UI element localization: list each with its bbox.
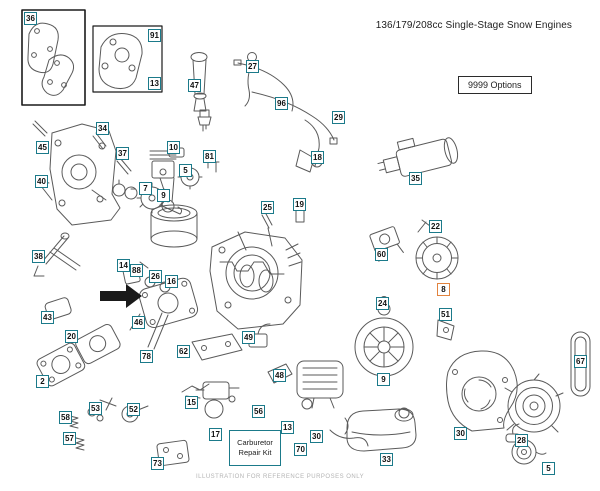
recoil-starter [504,373,564,443]
governor-gears [112,179,138,200]
spark-plug [197,109,212,132]
callout-53[interactable]: 53 [89,402,102,415]
callout-26[interactable]: 26 [149,270,162,283]
callout-40[interactable]: 40 [35,175,48,188]
oil-tube [33,232,81,277]
flywheel-key-bracket [436,319,455,341]
callout-96[interactable]: 96 [275,97,288,110]
crankshaft [219,261,285,293]
callout-20[interactable]: 20 [65,330,78,343]
piston-assembly [149,150,177,213]
baffle-plate [191,333,243,361]
choke-lever [295,119,323,173]
callout-25[interactable]: 25 [261,201,274,214]
callout-9[interactable]: 9 [157,189,170,202]
cylinder-sleeve [150,204,198,248]
head-gasket-box [92,25,163,93]
callout-49[interactable]: 49 [242,331,255,344]
callout-91[interactable]: 91 [148,29,161,42]
callout-9[interactable]: 9 [377,373,390,386]
callout-46[interactable]: 46 [132,316,145,329]
callout-18[interactable]: 18 [311,151,324,164]
callout-13[interactable]: 13 [148,77,161,90]
disclaimer-text: ILLUSTRATION FOR REFERENCE PURPOSES ONLY [196,474,365,480]
callout-19[interactable]: 19 [293,198,306,211]
starter-cup [415,219,459,280]
callout-47[interactable]: 47 [188,79,201,92]
carb-kit-line1: Carburetor [237,437,273,447]
callout-29[interactable]: 29 [332,111,345,124]
callout-38[interactable]: 38 [32,250,45,263]
callout-62[interactable]: 62 [177,345,190,358]
carb-kit-line2: Repair Kit [238,448,272,457]
rocker-arms [99,397,149,423]
callout-34[interactable]: 34 [96,122,109,135]
carburetor [195,381,240,419]
callout-5[interactable]: 5 [179,164,192,177]
callout-78[interactable]: 78 [140,350,153,363]
callout-5[interactable]: 5 [542,462,555,475]
callout-88[interactable]: 88 [130,264,143,277]
callout-22[interactable]: 22 [429,220,442,233]
options-button[interactable]: 9999 Options [458,76,532,94]
callout-13[interactable]: 13 [281,421,294,434]
bracket-plate [156,439,190,467]
callout-56[interactable]: 56 [252,405,265,418]
callout-57[interactable]: 57 [63,432,76,445]
gasket-set-box [21,9,86,106]
callout-48[interactable]: 48 [273,369,286,382]
wiring [329,417,369,447]
muffler [296,360,344,410]
callout-10[interactable]: 10 [167,141,180,154]
carburetor-repair-kit-box[interactable]: Carburetor Repair Kit [229,430,281,466]
callout-14[interactable]: 14 [117,259,130,272]
cylinder-block [209,227,303,330]
callout-33[interactable]: 33 [380,453,393,466]
callout-15[interactable]: 15 [185,396,198,409]
callout-36[interactable]: 36 [24,12,37,25]
callout-70[interactable]: 70 [294,443,307,456]
pointer-arrow [100,284,142,308]
callout-52[interactable]: 52 [127,403,140,416]
callout-28[interactable]: 28 [515,434,528,447]
callout-17[interactable]: 17 [209,428,222,441]
fuel-tank [346,407,417,452]
callout-35[interactable]: 35 [409,172,422,185]
crankcase [49,123,121,226]
cylinder-head [36,323,121,387]
oil-sump [138,277,199,328]
starter-motor [377,137,459,177]
blower-housing [446,350,518,432]
callout-58[interactable]: 58 [59,411,72,424]
callout-16[interactable]: 16 [165,275,178,288]
flywheel [354,296,414,377]
callout-67[interactable]: 67 [574,355,587,368]
callout-45[interactable]: 45 [36,141,49,154]
callout-81[interactable]: 81 [203,150,216,163]
callout-8[interactable]: 8 [437,283,450,296]
callout-73[interactable]: 73 [151,457,164,470]
callout-7[interactable]: 7 [139,182,152,195]
callout-27[interactable]: 27 [246,60,259,73]
callout-30[interactable]: 30 [454,427,467,440]
callout-24[interactable]: 24 [376,297,389,310]
callout-51[interactable]: 51 [439,308,452,321]
callout-60[interactable]: 60 [375,248,388,261]
callout-37[interactable]: 37 [116,147,129,160]
callout-2[interactable]: 2 [36,375,49,388]
page-title: 136/179/208cc Single-Stage Snow Engines [375,20,572,31]
callout-43[interactable]: 43 [41,311,54,324]
bolts [32,120,132,201]
callout-30[interactable]: 30 [310,430,323,443]
